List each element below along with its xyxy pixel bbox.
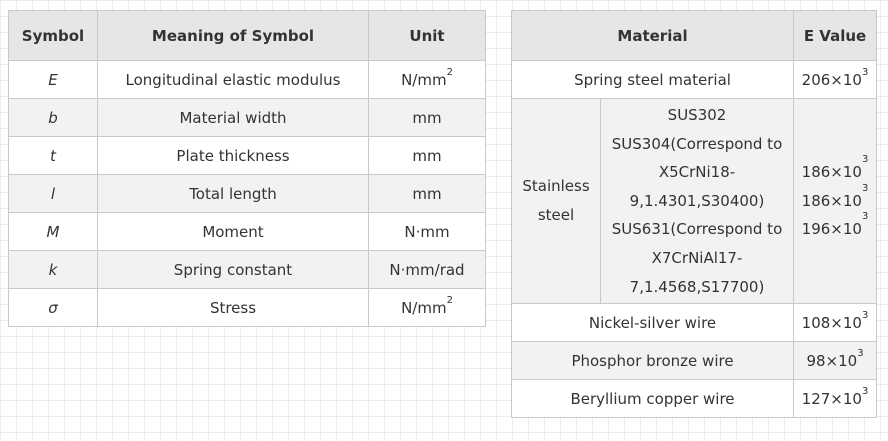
e-value-base: 186×10 xyxy=(801,163,862,182)
e-value-line: 196×103 xyxy=(798,212,872,244)
e-value-line: 186×103 xyxy=(798,183,872,216)
meaning-cell: Total length xyxy=(97,174,369,213)
unit-cell: mm xyxy=(368,136,486,175)
meaning-cell: Spring constant xyxy=(97,250,369,289)
table-row: M Moment N·mm xyxy=(8,212,486,251)
table-row: σ Stress N/mm2 xyxy=(8,288,486,327)
header-meaning: Meaning of Symbol xyxy=(97,10,369,61)
symbol-cell: σ xyxy=(8,288,98,327)
unit-cell: N/mm2 xyxy=(368,60,486,99)
meaning-cell: Longitudinal elastic modulus xyxy=(97,60,369,99)
e-value-cell: 206×103 xyxy=(793,60,878,99)
header-material: Material xyxy=(510,10,795,61)
table-row: Spring steel material 206×103 xyxy=(510,60,878,99)
e-value-exponent: 3 xyxy=(861,211,869,223)
grade-line: X5CrNi18- xyxy=(658,163,736,182)
unit-cell: N·mm/rad xyxy=(368,250,486,289)
grade-line: SUS631(Correspond to xyxy=(611,220,783,239)
grade-line: SUS302 xyxy=(667,106,727,124)
stainless-grades-cell: SUS302 SUS304(Correspond to X5CrNi18- 9,… xyxy=(599,97,795,305)
meaning-cell: Material width xyxy=(97,98,369,137)
header-e-value: E Value xyxy=(793,10,878,61)
unit-cell: mm xyxy=(368,98,486,137)
meaning-cell: Stress xyxy=(97,288,369,327)
symbol-cell: E xyxy=(8,60,98,99)
stainless-label-line: Stainless xyxy=(522,177,590,196)
symbol-cell: k xyxy=(8,250,98,289)
e-value-base: 186×10 xyxy=(801,191,862,210)
e-value-exponent: 3 xyxy=(861,66,869,78)
table-row: l Total length mm xyxy=(8,174,486,213)
e-value-exponent: 3 xyxy=(861,182,869,194)
meaning-cell: Moment xyxy=(97,212,369,251)
materials-table: Material E Value Spring steel material 2… xyxy=(510,10,878,419)
table-row: Phosphor bronze wire 98×103 xyxy=(510,341,878,381)
e-value-exponent: 3 xyxy=(861,154,869,166)
unit-text: N/mm xyxy=(401,70,447,89)
table-row: Beryllium copper wire 127×103 xyxy=(510,379,878,419)
meaning-cell: Plate thickness xyxy=(97,136,369,175)
table-row: k Spring constant N·mm/rad xyxy=(8,250,486,289)
e-value-base: 206×10 xyxy=(801,70,862,89)
unit-cell: N·mm xyxy=(368,212,486,251)
grade-line: X7CrNiAl17- xyxy=(651,248,743,267)
stainless-e-values-cell: 186×103 186×103 196×103 xyxy=(793,97,878,305)
e-value-exponent: 3 xyxy=(857,347,864,359)
e-value-cell: 108×103 xyxy=(793,303,878,343)
e-value-base: 108×10 xyxy=(801,313,862,332)
table-row: E Longitudinal elastic modulus N/mm2 xyxy=(8,60,486,99)
stainless-group-cell: Stainless steel xyxy=(511,97,601,305)
e-value-exponent: 3 xyxy=(861,385,869,397)
symbols-table: Symbol Meaning of Symbol Unit E Longitud… xyxy=(8,10,486,327)
header-symbol: Symbol xyxy=(8,10,98,61)
grade-line: 9,1.4301,S30400) xyxy=(629,191,765,210)
unit-exponent: 2 xyxy=(446,294,453,306)
material-cell: Nickel-silver wire xyxy=(510,303,795,343)
e-value-cell: 98×103 xyxy=(793,341,878,381)
table-row: b Material width mm xyxy=(8,98,486,137)
material-cell: Spring steel material xyxy=(510,60,795,99)
table-row: Stainless steel SUS302 SUS304(Correspond… xyxy=(511,97,878,305)
symbol-cell: l xyxy=(8,174,98,213)
e-value-base: 196×10 xyxy=(801,220,862,239)
e-value-exponent: 3 xyxy=(861,309,869,321)
e-value-base: 98×10 xyxy=(806,351,858,370)
unit-text: N/mm xyxy=(401,298,447,317)
materials-header-row: Material E Value xyxy=(510,10,878,61)
unit-cell: mm xyxy=(368,174,486,213)
stainless-label-line: steel xyxy=(537,206,575,225)
symbol-cell: b xyxy=(8,98,98,137)
material-cell: Phosphor bronze wire xyxy=(510,341,795,381)
symbols-header-row: Symbol Meaning of Symbol Unit xyxy=(8,10,486,61)
e-value-line: 186×103 xyxy=(798,155,872,187)
symbol-cell: t xyxy=(8,136,98,175)
unit-cell: N/mm2 xyxy=(368,288,486,327)
unit-exponent: 2 xyxy=(446,66,453,78)
e-value-cell: 127×103 xyxy=(793,379,878,419)
header-unit: Unit xyxy=(368,10,486,61)
table-row: t Plate thickness mm xyxy=(8,136,486,175)
grade-line: SUS304(Correspond to xyxy=(611,134,783,153)
table-row: Nickel-silver wire 108×103 xyxy=(510,303,878,343)
symbol-cell: M xyxy=(8,212,98,251)
grade-line: 7,1.4568,S17700) xyxy=(629,277,765,296)
e-value-base: 127×10 xyxy=(801,389,862,408)
material-cell: Beryllium copper wire xyxy=(510,379,795,419)
